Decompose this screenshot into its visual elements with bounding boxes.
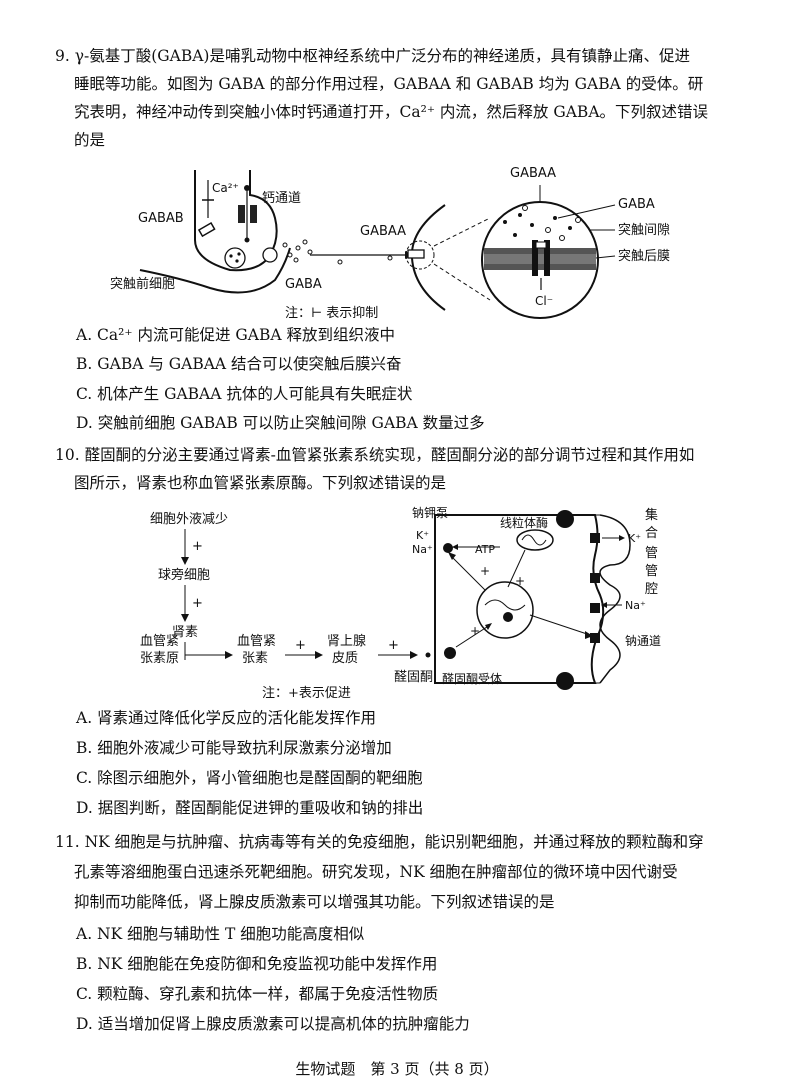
gaba-synapse-figure: Ca²⁺ 钙通道 GABAB GABAA GABA 突触前细胞 GABAA GA… (110, 166, 670, 319)
na-right-label: Na⁺ (625, 599, 646, 612)
duct-label-5: 腔 (645, 582, 658, 597)
presynaptic-label: 突触前细胞 (110, 276, 175, 292)
aldosterone-label: 醛固酮 (394, 669, 433, 685)
page-footer: 生物试题 第 3 页（共 8 页） (295, 1060, 499, 1078)
q9-option-a: A. Ca²⁺ 内流可能促进 GABA 释放到组织液中 (76, 326, 395, 344)
angiotensinogen-label-1: 血管紧 (140, 634, 179, 649)
cleft-label: 突触间隙 (618, 222, 670, 238)
q10-option-a: A. 肾素通过降低化学反应的活化能发挥作用 (76, 709, 377, 727)
q11-stem-line-3: 抑制而功能降低，肾上腺皮质激素可以增强其功能。下列叙述错误的是 (74, 893, 555, 911)
adrenal-label-2: 皮质 (332, 651, 358, 666)
q9-option-c: C. 机体产生 GABAA 抗体的人可能具有失眠症状 (76, 385, 413, 403)
angiotensinogen-label-2: 张素原 (140, 651, 179, 666)
gabaa-top-label: GABAA (510, 166, 556, 181)
q9-stem-line-2: 睡眠等功能。如图为 GABA 的部分作用过程，GABAA 和 GABAB 均为 … (74, 75, 704, 93)
gabaa-mid-label: GABAA (360, 224, 406, 239)
duct-label-3: 管 (645, 546, 658, 561)
q9-stem-line-1: 9. γ-氨基丁酸(GABA)是哺乳动物中枢神经系统中广泛分布的神经递质，具有镇… (55, 47, 690, 65)
na-ion-label: Na⁺ (412, 543, 433, 556)
plus-sign: + (515, 574, 525, 588)
q10-stem-line-1: 10. 醛固酮的分泌主要通过肾素-血管紧张素系统实现，醛固酮分泌的部分调节过程和… (55, 446, 695, 464)
plus-sign: + (388, 638, 399, 653)
q11-option-d: D. 适当增加促肾上腺皮质激素可以提高机体的抗肿瘤能力 (76, 1015, 470, 1033)
duct-label-4: 管 (645, 564, 658, 579)
gabab-label: GABAB (138, 211, 184, 226)
ca-channel-label: 钙通道 (262, 191, 301, 206)
q11-stem-line-1: 11. NK 细胞是与抗肿瘤、抗病毒等有关的免疫细胞，能识别靶细胞，并通过释放的… (55, 833, 704, 851)
aldosterone-figure: 细胞外液减少 + 球旁细胞 + 肾素 血管紧 张素原 血管紧 张素 + 肾上腺 … (140, 505, 661, 690)
q10-option-d: D. 据图判断，醛固酮能促进钾的重吸收和钠的排出 (76, 799, 424, 817)
angiotensin-label-1: 血管紧 (237, 634, 276, 649)
q11-option-a: A. NK 细胞与辅助性 T 细胞功能高度相似 (76, 925, 365, 943)
q9-figure-note: 注：⊢ 表示抑制 (285, 306, 379, 321)
angiotensin-label-2: 张素 (242, 651, 268, 666)
plus-sign: + (295, 638, 306, 653)
na-channel-label: 钠通道 (625, 633, 661, 648)
duct-label-1: 集 (645, 507, 658, 523)
q11-stem-line-2: 孔素等溶细胞蛋白迅速杀死靶细胞。研究发现，NK 细胞在肿瘤部位的微环境中因代谢受 (74, 863, 678, 881)
k-ion-label: K⁺ (416, 529, 429, 542)
plus-sign: + (470, 624, 480, 638)
receptor-label: 醛固酮受体 (442, 671, 502, 686)
plus-sign: + (192, 596, 203, 611)
k-right-label: K⁺ (628, 532, 641, 545)
mito-enzyme-label: 线粒体酶 (500, 515, 548, 530)
q11-option-c: C. 颗粒酶、穿孔素和抗体一样，都属于免疫活性物质 (76, 985, 439, 1003)
q9-option-d: D. 突触前细胞 GABAB 可以防止突触间隙 GABA 数量过多 (76, 414, 485, 432)
duct-label-2: 合 (645, 526, 658, 541)
plus-sign: + (480, 564, 490, 578)
gaba-left-label: GABA (285, 277, 322, 292)
ca-ion-label: Ca²⁺ (212, 181, 239, 195)
adrenal-label-1: 肾上腺 (327, 634, 366, 649)
q10-option-b: B. 细胞外液减少可能导致抗利尿激素分泌增加 (76, 739, 392, 757)
q9-stem-line-4: 的是 (74, 131, 106, 149)
gaba-right-label: GABA (618, 197, 655, 212)
plus-sign: + (192, 539, 203, 554)
q9-stem-line-3: 究表明，神经冲动传到突触小体时钙通道打开，Ca²⁺ 内流，然后释放 GABA。下… (74, 103, 709, 121)
cl-ion-label: Cl⁻ (535, 294, 553, 308)
q10-figure-note: 注：+表示促进 (262, 686, 351, 701)
renin-label: 肾素 (172, 625, 198, 640)
q10-stem-line-2: 图所示，肾素也称血管紧张素原酶。下列叙述错误的是 (74, 474, 447, 492)
q10-option-c: C. 除图示细胞外，肾小管细胞也是醛固酮的靶细胞 (76, 769, 423, 787)
jg-cell-label: 球旁细胞 (158, 567, 210, 583)
q11-option-b: B. NK 细胞能在免疫防御和免疫监视功能中发挥作用 (76, 955, 438, 973)
q9-option-b: B. GABA 与 GABAA 结合可以使突触后膜兴奋 (76, 355, 402, 373)
na-k-pump-label: 钠钾泵 (412, 505, 448, 520)
postsynaptic-label: 突触后膜 (618, 248, 670, 264)
ecf-decrease-label: 细胞外液减少 (150, 512, 228, 527)
atp-label: ATP (475, 543, 495, 556)
